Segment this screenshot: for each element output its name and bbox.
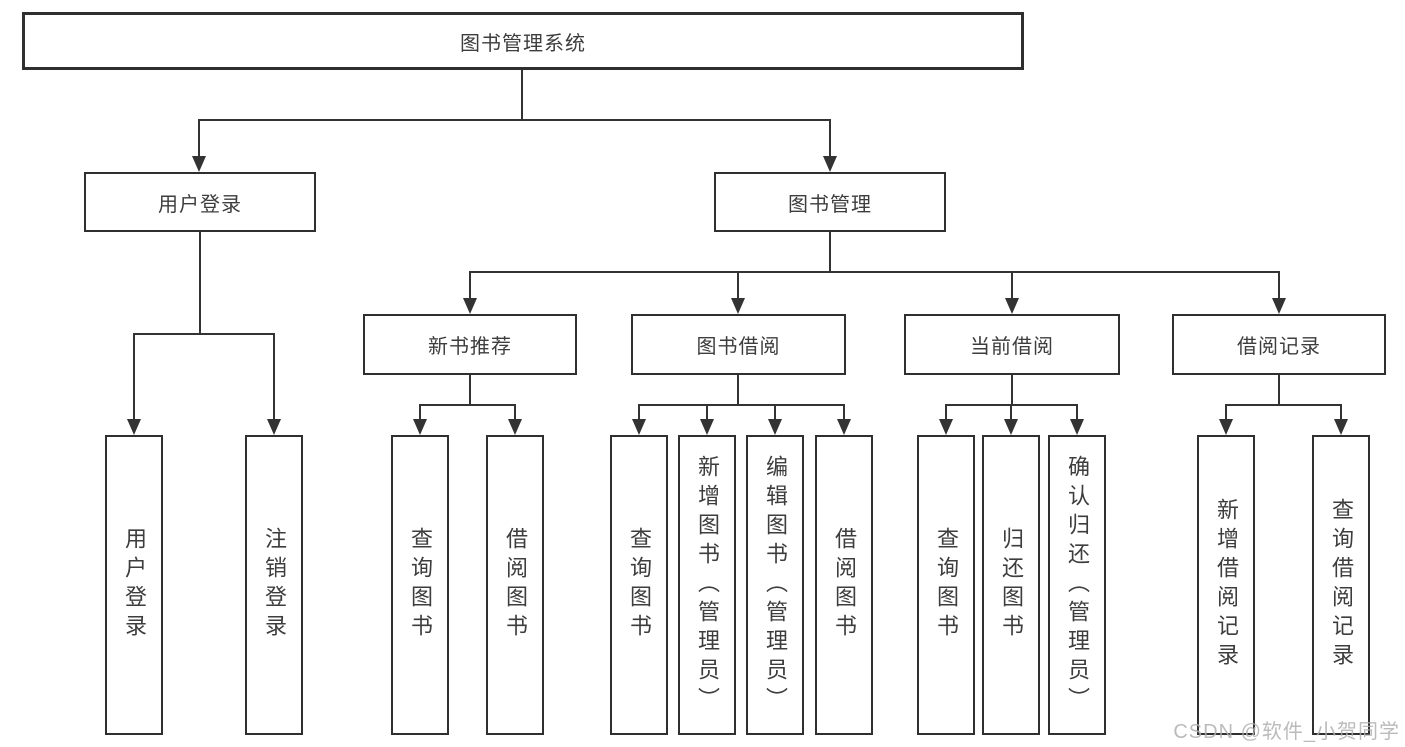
- node-label: 用户登录: [158, 193, 242, 216]
- node-label: 归还图书: [999, 527, 1024, 643]
- node-label: 查询图书: [408, 527, 433, 643]
- connector-line: [469, 375, 471, 406]
- node-new-book-recommend: 新书推荐: [363, 314, 577, 375]
- node-book-management: 图书管理: [714, 172, 946, 232]
- arrow-down-icon: [192, 156, 206, 172]
- node-query-books-current: 查询图书: [917, 435, 975, 735]
- node-add-borrow-record: 新增借阅记录: [1197, 435, 1255, 735]
- connector-line: [133, 333, 275, 335]
- connector-line: [199, 232, 201, 335]
- connector-line: [133, 333, 135, 421]
- node-label: 注销登录: [262, 527, 287, 643]
- arrow-down-icon: [731, 298, 745, 314]
- connector-line: [1076, 404, 1078, 421]
- connector-line: [198, 119, 831, 121]
- node-label: 查询图书: [627, 527, 652, 643]
- arrow-down-icon: [267, 419, 281, 435]
- connector-line: [469, 271, 471, 300]
- connector-line: [1278, 271, 1280, 300]
- connector-line: [469, 271, 1280, 273]
- connector-line: [774, 404, 776, 421]
- connector-line: [1340, 404, 1342, 421]
- node-label: 借阅图书: [503, 527, 528, 643]
- node-label: 新书推荐: [428, 336, 512, 358]
- node-label: 新增借阅记录: [1214, 498, 1239, 672]
- node-query-books-recommend: 查询图书: [391, 435, 449, 735]
- connector-line: [737, 375, 739, 406]
- node-current-borrowing: 当前借阅: [904, 314, 1120, 375]
- node-label: 新增图书（管理员）: [695, 454, 720, 716]
- arrow-down-icon: [632, 419, 646, 435]
- arrow-down-icon: [1334, 419, 1348, 435]
- node-logout: 注销登录: [245, 435, 303, 735]
- node-book-borrowing: 图书借阅: [631, 314, 846, 375]
- connector-line: [706, 404, 708, 421]
- node-label: 编辑图书（管理员）: [763, 454, 788, 716]
- node-confirm-return-admin: 确认归还（管理员）: [1048, 435, 1106, 735]
- node-label: 图书管理系统: [460, 32, 586, 55]
- node-borrow-books: 借阅图书: [815, 435, 873, 735]
- node-query-borrow-record: 查询借阅记录: [1312, 435, 1370, 735]
- connector-line: [514, 404, 516, 421]
- node-user-login: 用户登录: [84, 172, 316, 232]
- arrow-down-icon: [1219, 419, 1233, 435]
- node-add-books-admin: 新增图书（管理员）: [678, 435, 736, 735]
- connector-line: [1011, 271, 1013, 300]
- connector-line: [829, 232, 831, 273]
- connector-line: [945, 404, 947, 421]
- node-label: 用户登录: [122, 527, 147, 643]
- node-borrow-books-recommend: 借阅图书: [486, 435, 544, 735]
- node-label: 当前借阅: [970, 336, 1054, 358]
- connector-line: [198, 119, 200, 158]
- arrow-down-icon: [823, 156, 837, 172]
- node-return-books: 归还图书: [982, 435, 1040, 735]
- connector-line: [273, 333, 275, 421]
- connector-line: [1010, 404, 1012, 421]
- connector-line: [829, 119, 831, 158]
- connector-line: [419, 404, 516, 406]
- arrow-down-icon: [463, 298, 477, 314]
- node-borrowing-records: 借阅记录: [1172, 314, 1386, 375]
- node-library-management-system: 图书管理系统: [22, 12, 1024, 70]
- connector-line: [521, 70, 523, 120]
- arrow-down-icon: [127, 419, 141, 435]
- node-label: 借阅记录: [1237, 336, 1321, 358]
- node-label: 查询图书: [934, 527, 959, 643]
- connector-line: [737, 271, 739, 300]
- node-label: 图书借阅: [696, 336, 781, 358]
- connector-line: [1011, 375, 1013, 406]
- node-user-login-leaf: 用户登录: [105, 435, 163, 735]
- node-label: 确认归还（管理员）: [1065, 454, 1090, 716]
- arrow-down-icon: [837, 419, 851, 435]
- node-label: 查询借阅记录: [1329, 498, 1354, 672]
- node-query-books-borrowing: 查询图书: [610, 435, 668, 735]
- arrow-down-icon: [1070, 419, 1084, 435]
- connector-line: [1225, 404, 1227, 421]
- connector-line: [638, 404, 640, 421]
- arrow-down-icon: [1004, 419, 1018, 435]
- arrow-down-icon: [413, 419, 427, 435]
- node-label: 图书管理: [788, 193, 872, 216]
- arrow-down-icon: [1272, 298, 1286, 314]
- connector-line: [1278, 375, 1280, 406]
- watermark: CSDN @软件_小贺同学: [1173, 721, 1400, 743]
- arrow-down-icon: [1005, 298, 1019, 314]
- connector-line: [843, 404, 845, 421]
- connector-line: [1225, 404, 1342, 406]
- arrow-down-icon: [939, 419, 953, 435]
- arrow-down-icon: [700, 419, 714, 435]
- connector-line: [638, 404, 845, 406]
- arrow-down-icon: [768, 419, 782, 435]
- node-edit-books-admin: 编辑图书（管理员）: [746, 435, 804, 735]
- node-label: 借阅图书: [832, 527, 857, 643]
- connector-line: [419, 404, 421, 421]
- arrow-down-icon: [508, 419, 522, 435]
